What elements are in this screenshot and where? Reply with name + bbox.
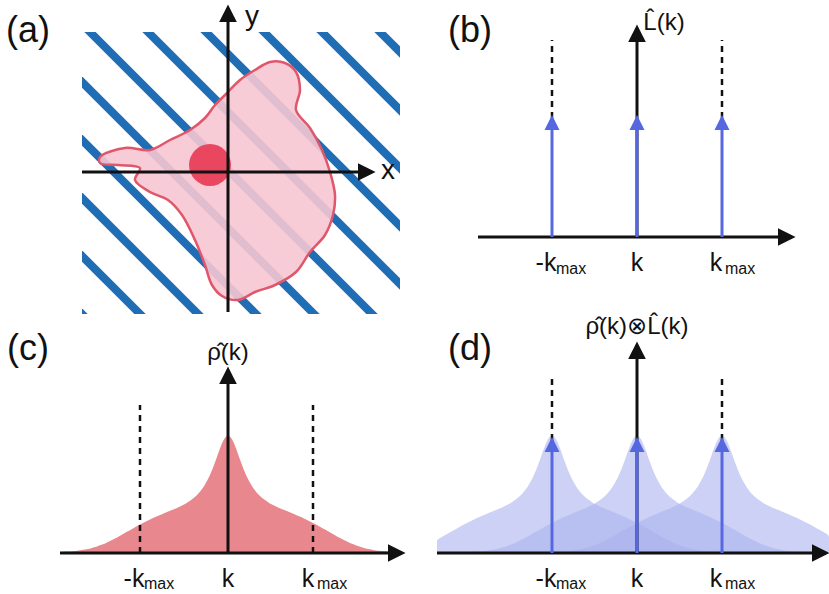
nucleus: [189, 144, 231, 186]
tick-subscript: max: [144, 576, 174, 592]
kmax-marker: [312, 405, 315, 553]
delta-peak: [551, 118, 554, 237]
value-axis: [227, 370, 230, 553]
tick-label: k: [302, 566, 315, 591]
tick-subscript: max: [725, 261, 755, 277]
convolved-spectrum: [437, 345, 829, 553]
tick-label: -k: [536, 566, 557, 591]
kmax-marker: [551, 40, 554, 118]
cell-outline: [99, 61, 335, 300]
kmax-marker: [721, 40, 724, 118]
panel-letter: (d): [448, 330, 492, 366]
axis-label: ρ̂(k): [207, 340, 249, 364]
panel-letter: (b): [448, 12, 492, 48]
axis-label: y: [245, 2, 259, 30]
stripe: [82, 32, 400, 314]
sample-spectrum: [58, 370, 402, 553]
panel-letter: (c): [7, 330, 49, 366]
illumination-spectrum: [478, 28, 792, 237]
tick-subscript: max: [556, 576, 586, 592]
kmax-marker: [721, 375, 724, 440]
kmax-marker: [551, 375, 554, 440]
delta-peak: [551, 440, 554, 553]
tick-label: k: [710, 566, 723, 591]
tick-label: -k: [536, 250, 557, 275]
delta-peak: [721, 118, 724, 237]
tick-subscript: max: [556, 261, 586, 277]
axis-label: ρ̂(k)⊗L̂(k): [585, 314, 688, 338]
tick-subscript: max: [725, 576, 755, 592]
tick-label: k: [222, 566, 235, 591]
tick-label: k: [710, 250, 723, 275]
y-axis: [227, 8, 230, 312]
tick-label: k: [631, 250, 644, 275]
kmax-marker: [139, 405, 142, 553]
panel-letter: (a): [6, 12, 50, 48]
axis-label: L̂(k): [643, 10, 684, 34]
axis-label: x: [381, 156, 395, 184]
cell-illustration: [0, 0, 829, 420]
illumination-stripes: [82, 32, 400, 314]
value-axis: [636, 345, 639, 553]
k-axis: [60, 552, 402, 555]
delta-peak: [636, 440, 639, 553]
delta-peak: [636, 118, 639, 237]
k-axis: [478, 236, 792, 239]
delta-peak: [721, 440, 724, 553]
k-axis: [437, 552, 826, 555]
tick-subscript: max: [317, 576, 347, 592]
tick-label: k: [631, 566, 644, 591]
tick-label: -k: [124, 566, 145, 591]
value-axis: [636, 28, 639, 237]
shifted-spectrum: [552, 436, 829, 552]
